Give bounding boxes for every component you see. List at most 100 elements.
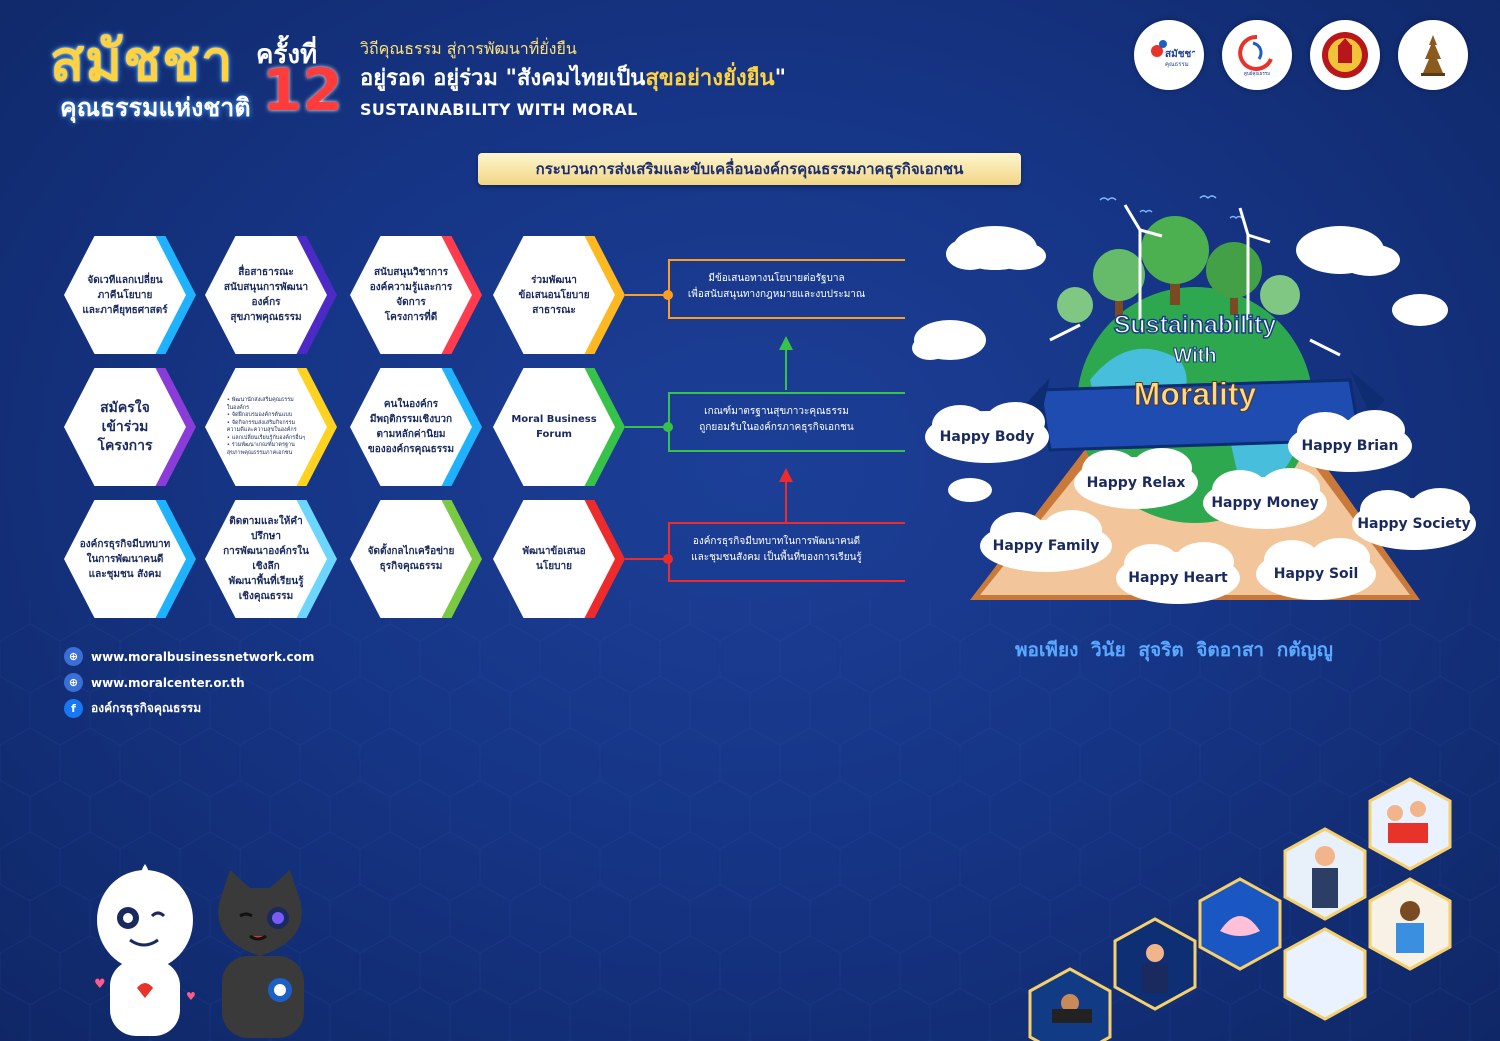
- process-step-hex: พัฒนาข้อเสนอนโยบาย: [493, 500, 625, 618]
- background-clouds: [912, 226, 1448, 502]
- outcome-text: องค์กรธุรกิจมีบทบาทในการพัฒนาคนดี และชุม…: [691, 536, 862, 563]
- samatcha-logo: สมัชชาคุณธรรม: [1134, 20, 1204, 90]
- happy-cloud-label: Happy Family: [992, 538, 1100, 554]
- row-connector-line: [625, 294, 668, 296]
- people-hex-collage: [1028, 777, 1452, 1041]
- process-step-text: ร่วมพัฒนา ข้อเสนอนโยบาย สาธารณะ: [518, 274, 590, 316]
- process-step-hex: จัดเวทีแลกเปลี่ยน ภาคีนโยบาย และภาคียุทธ…: [64, 236, 196, 354]
- process-step-text: ติดตามและให้คำปรึกษา การพัฒนาองค์กรในเชิ…: [223, 516, 309, 602]
- illustration-title-3: Morality: [1134, 376, 1257, 412]
- hex-face: ติดตามและให้คำปรึกษา การพัฒนาองค์กรในเชิ…: [205, 500, 327, 618]
- cloud-shape-brian: [1288, 410, 1412, 472]
- tagline-line-1: วิถีคุณธรรม สู่การพัฒนาที่ยั่งยืน: [360, 39, 577, 58]
- svg-text:♥: ♥: [186, 990, 196, 1003]
- birds: [1099, 195, 1243, 220]
- row-connector-line: [625, 426, 668, 428]
- tagline-line-3: SUSTAINABILITY WITH MORAL: [360, 100, 638, 119]
- government-seal: [1310, 20, 1380, 90]
- process-step-text: จัดตั้งกลไกเครือข่าย ธุรกิจคุณธรรม: [367, 546, 455, 572]
- happy-cloud-label: Happy Brian: [1301, 438, 1399, 454]
- happy-clouds: [925, 402, 1476, 604]
- cloud-shape-society: [1352, 488, 1476, 550]
- tagline-line-2-highlight: สุขอย่างยั่งยืน: [645, 66, 775, 91]
- illustration-title-1: Sustainability: [1114, 311, 1277, 339]
- wind-turbines: [1049, 204, 1341, 357]
- contact-website-1[interactable]: ⊕ www.moralbusinessnetwork.com: [64, 647, 314, 666]
- mascot-characters: ♥♥: [94, 864, 304, 1038]
- outcome-text: มีข้อเสนอทางนโยบายต่อรัฐบาล เพื่อสนับสนุ…: [687, 273, 866, 300]
- process-step-text: Moral Business Forum: [511, 414, 597, 440]
- virtues-line: พอเพียง วินัย สุจริต จิตอาสา กตัญญู: [1015, 639, 1333, 661]
- partner-logos: สมัชชาคุณธรรม ศูนย์คุณธรรม: [1134, 20, 1468, 90]
- process-step-hex: จัดตั้งกลไกเครือข่าย ธุรกิจคุณธรรม: [350, 500, 482, 618]
- svg-text:♥: ♥: [94, 977, 106, 992]
- happy-cloud-label: Happy Relax: [1086, 475, 1186, 491]
- process-step-text: สื่อสาธารณะ สนับสนุนการพัฒนาองค์กร สุขภา…: [223, 267, 309, 323]
- outcome-bracket: [668, 392, 905, 452]
- photo-details: [1052, 801, 1428, 1023]
- logo-round-label: ครั้งที่: [256, 40, 318, 70]
- process-step-text: จัดเวทีแลกเปลี่ยน ภาคีนโยบาย และภาคียุทธ…: [82, 274, 168, 316]
- process-step-hex: สมัครใจ เข้าร่วม โครงการ: [64, 368, 196, 486]
- svg-text:สมัชชา: สมัชชา: [1165, 48, 1195, 60]
- process-step-text: คนในองค์กร มีพฤติกรรมเชิงบวก ตามหลักค่าน…: [367, 399, 455, 455]
- hex-face: องค์กรธุรกิจมีบทบาท ในการพัฒนาคนดี และชุ…: [64, 500, 186, 618]
- facebook-icon: f: [64, 699, 83, 718]
- cloud-shape-soil: [1256, 538, 1376, 600]
- up-arrow-head: [779, 468, 793, 482]
- logo-main-text: สมัชชา: [50, 29, 234, 94]
- happy-cloud-label: Happy Money: [1211, 495, 1319, 511]
- cloud-shape-money: [1203, 468, 1327, 529]
- hex-face: จัดตั้งกลไกเครือข่าย ธุรกิจคุณธรรม: [350, 500, 472, 618]
- contact-facebook[interactable]: f องค์กรธุรกิจคุณธรรม: [64, 699, 201, 718]
- process-step-hex: สื่อสาธารณะ สนับสนุนการพัฒนาองค์กร สุขภา…: [205, 236, 337, 354]
- process-step-text: สมัครใจ เข้าร่วม โครงการ: [97, 399, 153, 454]
- outcome-bracket: [668, 259, 905, 319]
- hex-face: สนับสนุนวิชาการ องค์ความรู้และการจัดการ …: [350, 236, 472, 354]
- moral-center-logo: ศูนย์คุณธรรม: [1222, 20, 1292, 90]
- process-step-hex: • พัฒนานักส่งเสริมคุณธรรม ในองค์กร • จัด…: [205, 368, 337, 486]
- happy-cloud-label: Happy Heart: [1128, 570, 1228, 586]
- tagline-line-2: อยู่รอด อยู่ร่วม "สังคมไทยเป็นสุขอย่างยั…: [360, 60, 786, 95]
- process-banner-title: กระบวนการส่งเสริมและขับเคลื่อนองค์กรคุณธ…: [478, 153, 1021, 185]
- contact-website-2[interactable]: ⊕ www.moralcenter.or.th: [64, 673, 245, 692]
- process-step-hex: ติดตามและให้คำปรึกษา การพัฒนาองค์กรในเชิ…: [205, 500, 337, 618]
- cloud-shape-body: [925, 402, 1049, 463]
- process-step-hex: ร่วมพัฒนา ข้อเสนอนโยบาย สาธารณะ: [493, 236, 625, 354]
- logo-sub-text: คุณธรรมแห่งชาติ: [60, 93, 251, 122]
- event-logo: สมัชชา คุณธรรมแห่งชาติ ครั้งที่ 12: [50, 29, 343, 130]
- outcome-bracket: [668, 522, 905, 582]
- svg-text:คุณธรรม: คุณธรรม: [1165, 61, 1189, 68]
- contact-website-1-text: www.moralbusinessnetwork.com: [91, 649, 315, 664]
- cloud-shape-family: [980, 510, 1112, 572]
- process-step-hex: สนับสนุนวิชาการ องค์ความรู้และการจัดการ …: [350, 236, 482, 354]
- tagline-line-2-pre: อยู่รอด อยู่ร่วม "สังคมไทยเป็น: [360, 66, 646, 91]
- happy-cloud-label: Happy Body: [939, 429, 1035, 445]
- cloud-shape-relax: [1074, 448, 1198, 509]
- sustainability-illustration: Sustainability With Morality: [912, 195, 1476, 604]
- contact-facebook-text: องค์กรธุรกิจคุณธรรม: [91, 701, 202, 715]
- happy-cloud-label: Happy Society: [1357, 516, 1471, 532]
- row-connector-line: [625, 558, 668, 560]
- illustration-title-2: With: [1173, 345, 1216, 367]
- up-arrow-head: [779, 336, 793, 350]
- web-icon: ⊕: [64, 647, 83, 666]
- process-step-hex: Moral Business Forum: [493, 368, 625, 486]
- process-step-hex: คนในองค์กร มีพฤติกรรมเชิงบวก ตามหลักค่าน…: [350, 368, 482, 486]
- hex-face: คนในองค์กร มีพฤติกรรมเชิงบวก ตามหลักค่าน…: [350, 368, 472, 486]
- tagline-line-2-post: ": [774, 66, 787, 91]
- process-step-text: องค์กรธุรกิจมีบทบาท ในการพัฒนาคนดี และชุ…: [79, 538, 171, 580]
- black-mascot: [218, 870, 304, 1038]
- process-step-text: • พัฒนานักส่งเสริมคุณธรรม ในองค์กร • จัด…: [226, 397, 306, 456]
- happy-cloud-label: Happy Soil: [1273, 566, 1359, 582]
- royal-emblem: [1398, 20, 1468, 90]
- process-step-text: พัฒนาข้อเสนอนโยบาย: [522, 546, 586, 572]
- outcome-text: เกณฑ์มาตรฐานสุขภาวะคุณธรรม ถูกยอมรับในอง…: [699, 406, 854, 433]
- svg-text:ศูนย์คุณธรรม: ศูนย์คุณธรรม: [1244, 70, 1270, 77]
- process-step-hex: องค์กรธุรกิจมีบทบาท ในการพัฒนาคนดี และชุ…: [64, 500, 196, 618]
- contact-website-2-text: www.moralcenter.or.th: [91, 675, 245, 690]
- white-mascot: ♥♥: [94, 864, 196, 1036]
- logo-round-number: 12: [262, 56, 343, 124]
- process-step-text: สนับสนุนวิชาการ องค์ความรู้และการจัดการ …: [369, 267, 453, 323]
- web-icon: ⊕: [64, 673, 83, 692]
